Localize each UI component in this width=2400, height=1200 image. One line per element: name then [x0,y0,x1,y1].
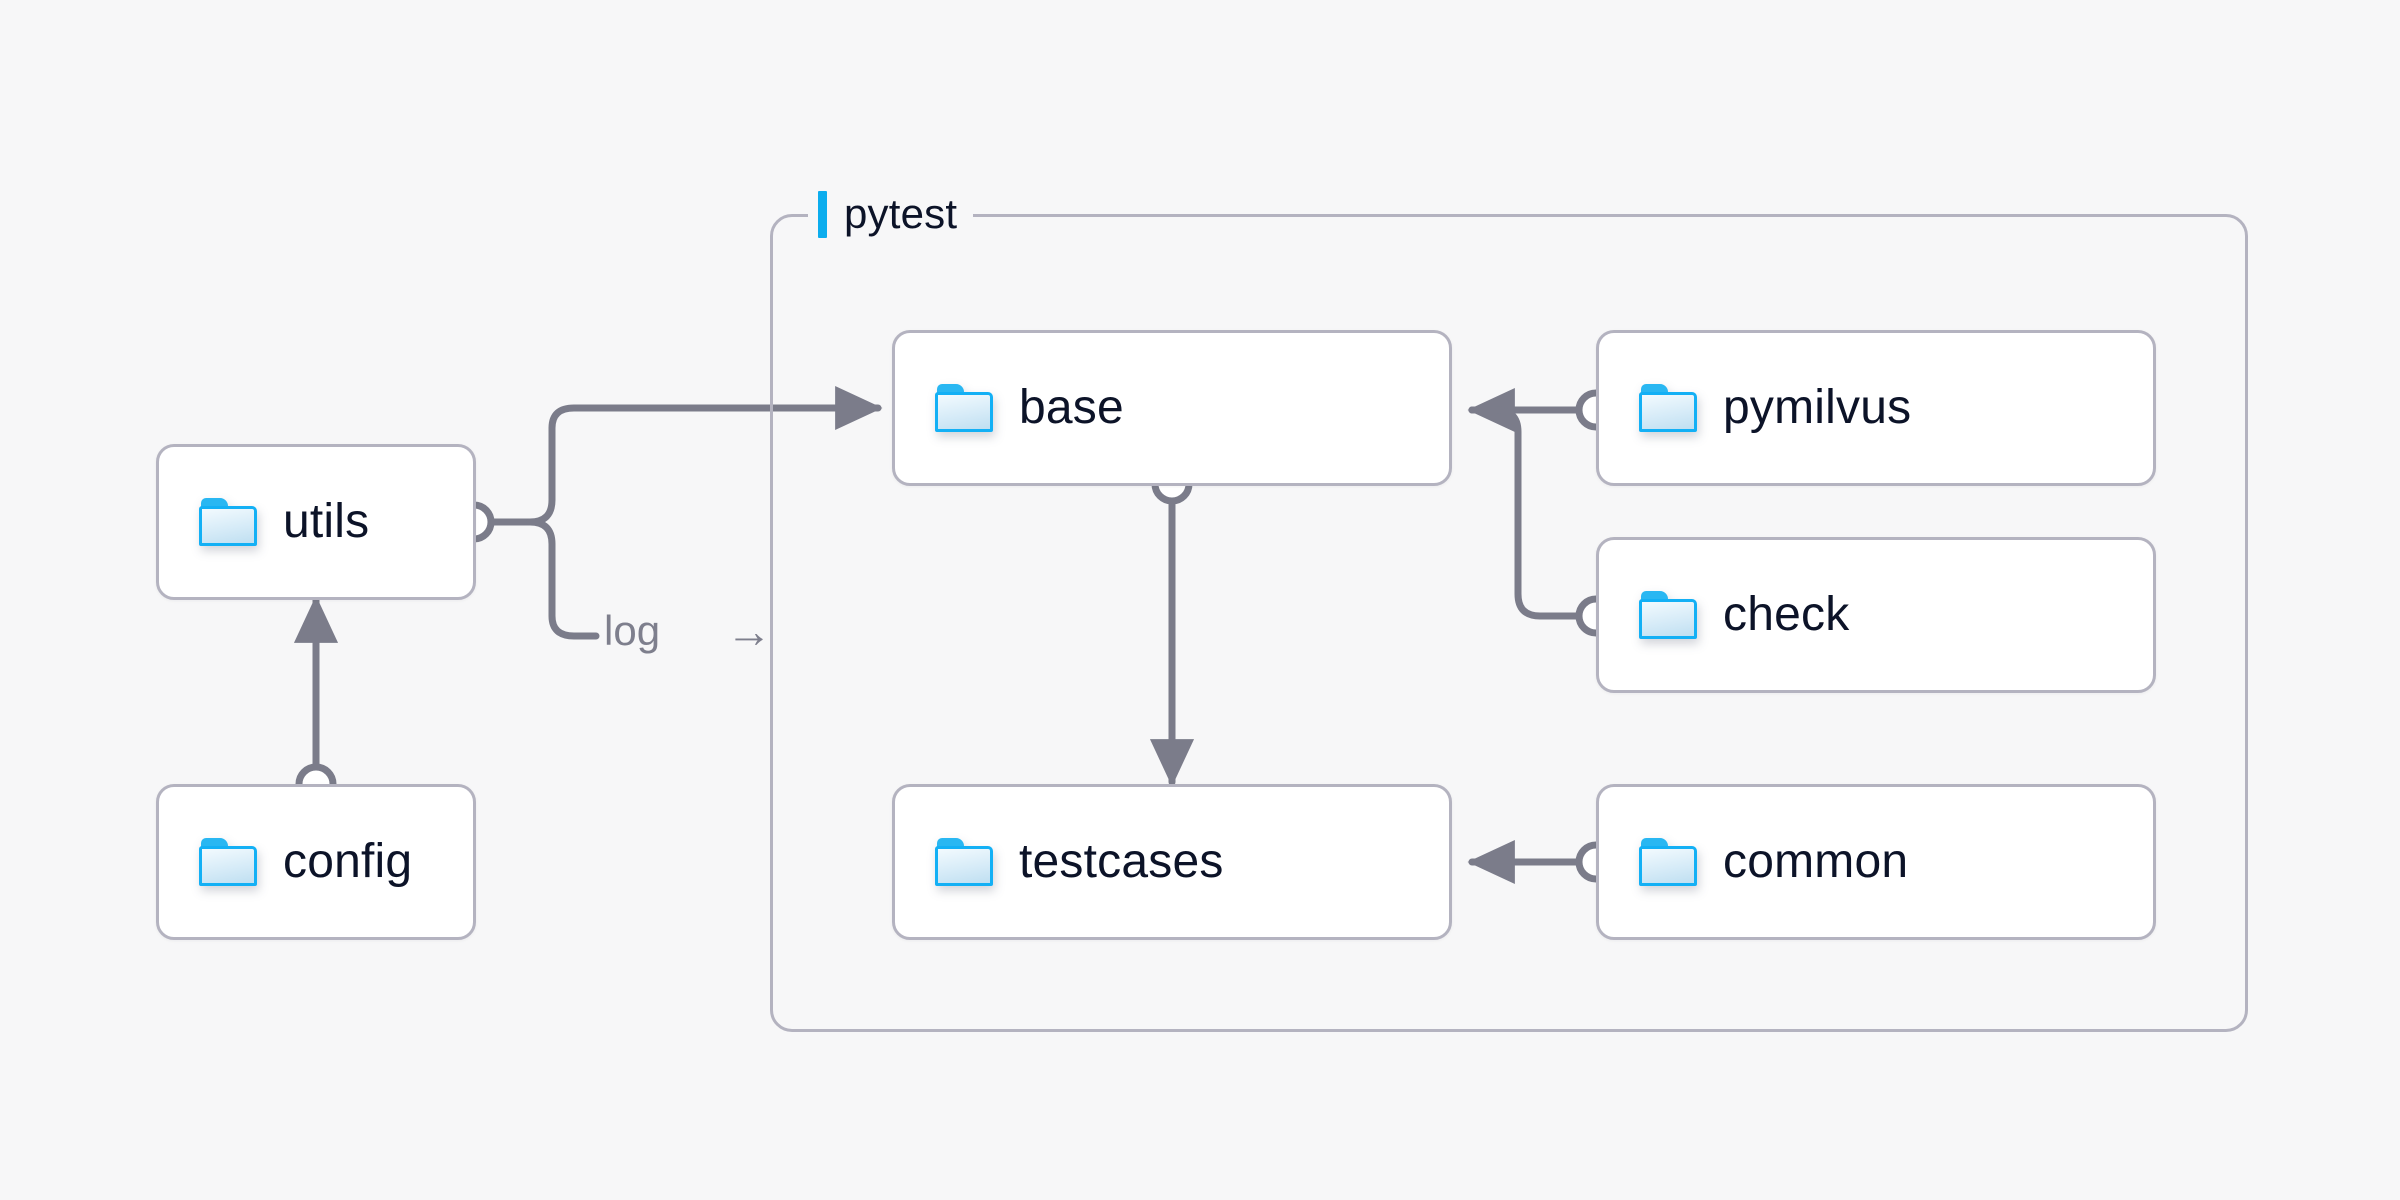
node-testcases-label: testcases [1019,835,1224,888]
node-utils-label: utils [283,495,370,548]
folder-icon [199,498,257,546]
node-check-content: check [1599,591,1849,639]
group-accent-bar [818,190,827,238]
edge-label-log-arrow: → [726,605,772,657]
folder-icon [935,384,993,432]
node-testcases[interactable]: testcases [892,784,1452,940]
folder-icon [1639,838,1697,886]
node-utils[interactable]: utils [156,444,476,600]
node-check-label: check [1723,588,1850,641]
edge-label-log: log [604,607,661,654]
node-pymilvus-label: pymilvus [1723,381,1912,434]
node-base-content: base [895,384,1124,432]
group-pytest-label: pytest [844,190,958,237]
folder-icon [199,838,257,886]
node-common[interactable]: common [1596,784,2156,940]
node-pymilvus-content: pymilvus [1599,384,1911,432]
node-common-label: common [1723,835,1909,888]
node-check[interactable]: check [1596,537,2156,693]
node-common-content: common [1599,838,1908,886]
node-utils-content: utils [159,498,369,546]
folder-icon [1639,591,1697,639]
node-base[interactable]: base [892,330,1452,486]
node-config[interactable]: config [156,784,476,940]
node-testcases-content: testcases [895,838,1224,886]
node-config-label: config [283,835,413,888]
node-pymilvus[interactable]: pymilvus [1596,330,2156,486]
group-pytest [770,214,2248,1032]
group-pytest-title: pytest [808,187,974,241]
node-config-content: config [159,838,412,886]
edge-utils-to-log [526,518,600,640]
folder-icon [1639,384,1697,432]
folder-icon [935,838,993,886]
node-base-label: base [1019,381,1124,434]
